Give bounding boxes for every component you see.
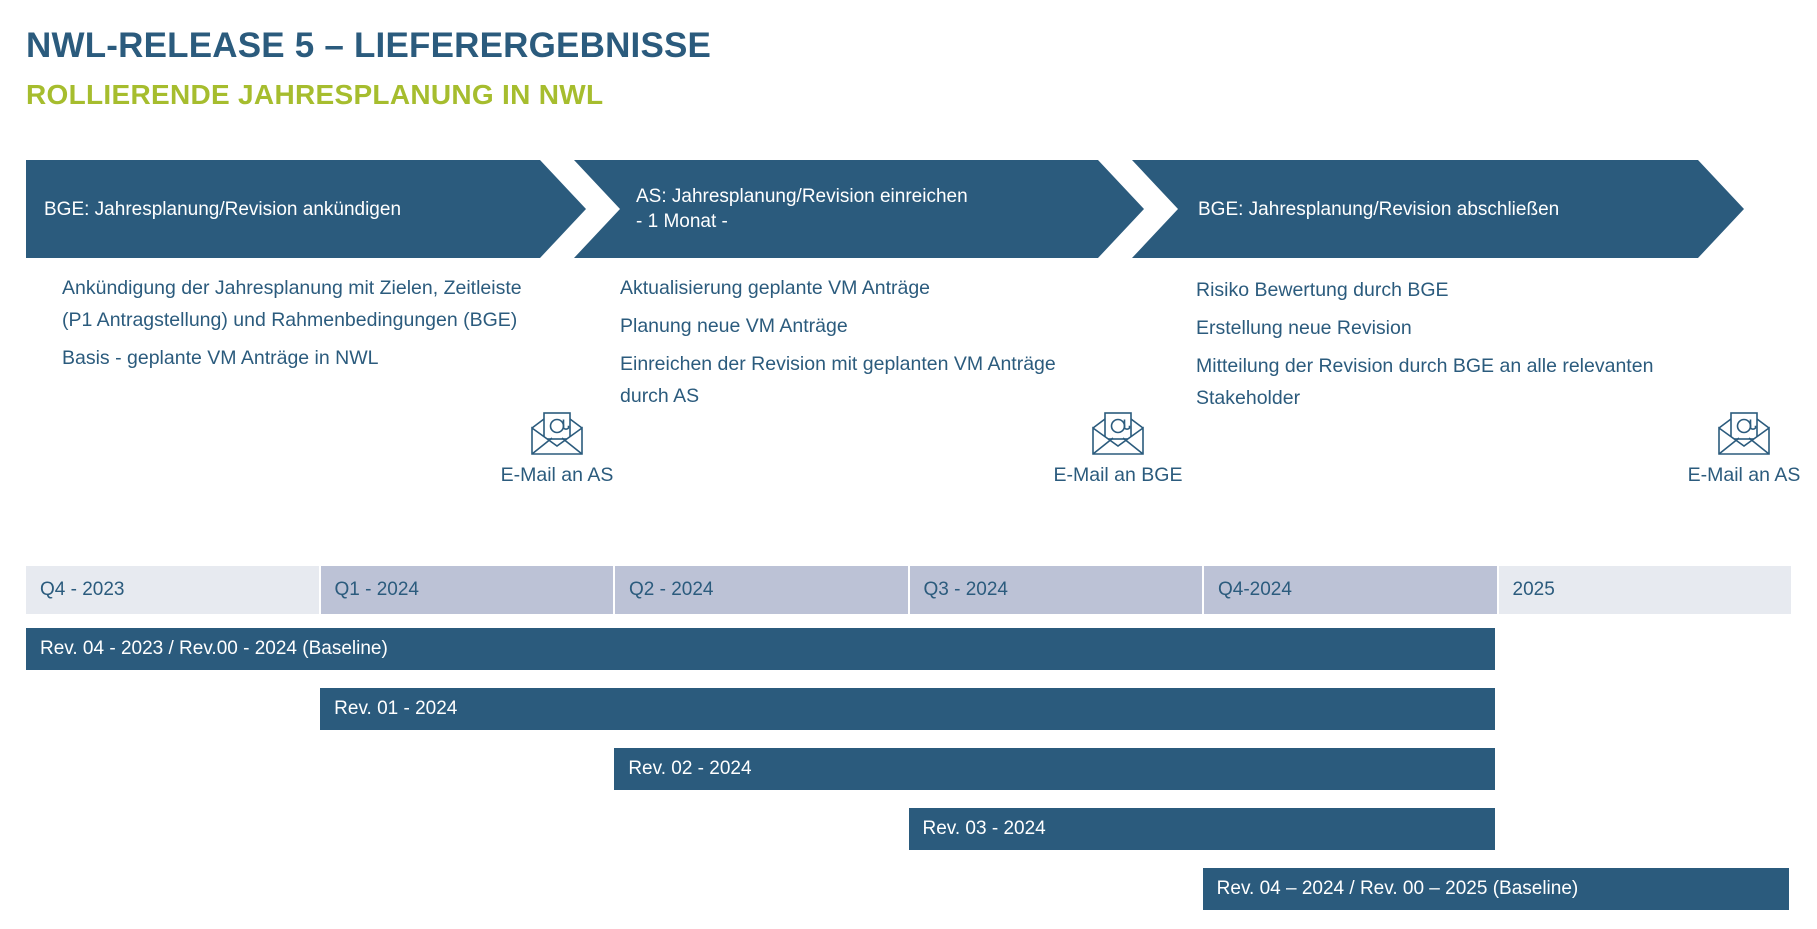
process-chevron-band: BGE: Jahresplanung/Revision ankündigen A…	[0, 160, 1817, 258]
detail-item: Aktualisierung geplante VM Anträge	[620, 277, 931, 299]
detail-item: Ankündigung der Jahresplanung mit Zielen…	[62, 277, 522, 331]
gantt-bar[interactable]: Rev. 04 - 2023 / Rev.00 - 2024 (Baseline…	[26, 628, 1495, 670]
process-step-3[interactable]: BGE: Jahresplanung/Revision abschließen	[1132, 160, 1744, 258]
detail-item: Basis - geplante VM Anträge in NWL	[62, 347, 379, 369]
email-marker-2-label: E-Mail an BGE	[1053, 464, 1183, 486]
process-step-2-label: AS: Jahresplanung/Revision einreichen - …	[574, 184, 1008, 234]
detail-item: Risiko Bewertung durch BGE	[1196, 279, 1449, 301]
email-marker-1: E-Mail an AS	[457, 408, 657, 487]
email-at-icon	[457, 408, 657, 458]
process-step-2-title: AS: Jahresplanung/Revision einreichen	[636, 186, 968, 207]
timeline-quarter-cell: 2025	[1498, 566, 1791, 614]
email-marker-3: E-Mail an AS	[1644, 408, 1817, 487]
page-subtitle: ROLLIERENDE JAHRESPLANUNG IN NWL	[26, 79, 604, 110]
gantt-bars: Rev. 04 - 2023 / Rev.00 - 2024 (Baseline…	[0, 628, 1817, 928]
timeline-quarter-cell: Q2 - 2024	[615, 566, 910, 614]
process-step-3-label: BGE: Jahresplanung/Revision abschließen	[1132, 197, 1599, 222]
timeline-quarter-cell: Q1 - 2024	[320, 566, 615, 614]
detail-column-3: Risiko Bewertung durch BGE Erstellung ne…	[1196, 274, 1696, 420]
email-at-icon	[1018, 408, 1218, 458]
timeline-quarter-cell: Q4-2024	[1204, 566, 1499, 614]
process-step-1-label: BGE: Jahresplanung/Revision ankündigen	[26, 197, 441, 222]
detail-column-2: Aktualisierung geplante VM Anträge Planu…	[620, 272, 1090, 418]
timeline-quarter-cell: Q4 - 2023	[26, 566, 321, 614]
detail-item: Mitteilung der Revision durch BGE an all…	[1196, 355, 1654, 409]
email-marker-1-label: E-Mail an AS	[500, 464, 614, 486]
gantt-bar[interactable]: Rev. 01 - 2024	[320, 688, 1495, 730]
email-marker-3-label: E-Mail an AS	[1687, 464, 1801, 486]
process-step-3-title: BGE: Jahresplanung/Revision abschließen	[1198, 198, 1560, 220]
timeline-header-row: Q4 - 2023 Q1 - 2024 Q2 - 2024 Q3 - 2024 …	[26, 566, 1791, 614]
gantt-bar[interactable]: Rev. 02 - 2024	[614, 748, 1495, 790]
timeline-quarter-cell: Q3 - 2024	[909, 566, 1204, 614]
detail-item: Planung neue VM Anträge	[620, 315, 848, 337]
page-title: NWL-RELEASE 5 – LIEFERERGEBNISSE	[26, 26, 712, 65]
process-step-1-title: BGE: Jahresplanung/Revision ankündigen	[44, 198, 402, 220]
email-at-icon	[1644, 408, 1817, 458]
detail-column-1: Ankündigung der Jahresplanung mit Zielen…	[62, 272, 532, 380]
gantt-bar[interactable]: Rev. 03 - 2024	[908, 808, 1495, 850]
gantt-bar[interactable]: Rev. 04 – 2024 / Rev. 00 – 2025 (Baselin…	[1202, 868, 1789, 910]
process-step-2-subtitle: - 1 Monat -	[636, 211, 728, 232]
process-step-2[interactable]: AS: Jahresplanung/Revision einreichen - …	[574, 160, 1144, 258]
detail-item: Einreichen der Revision mit geplanten VM…	[620, 353, 1056, 407]
detail-item: Erstellung neue Revision	[1196, 317, 1412, 339]
process-step-1[interactable]: BGE: Jahresplanung/Revision ankündigen	[26, 160, 586, 258]
email-marker-2: E-Mail an BGE	[1018, 408, 1218, 487]
